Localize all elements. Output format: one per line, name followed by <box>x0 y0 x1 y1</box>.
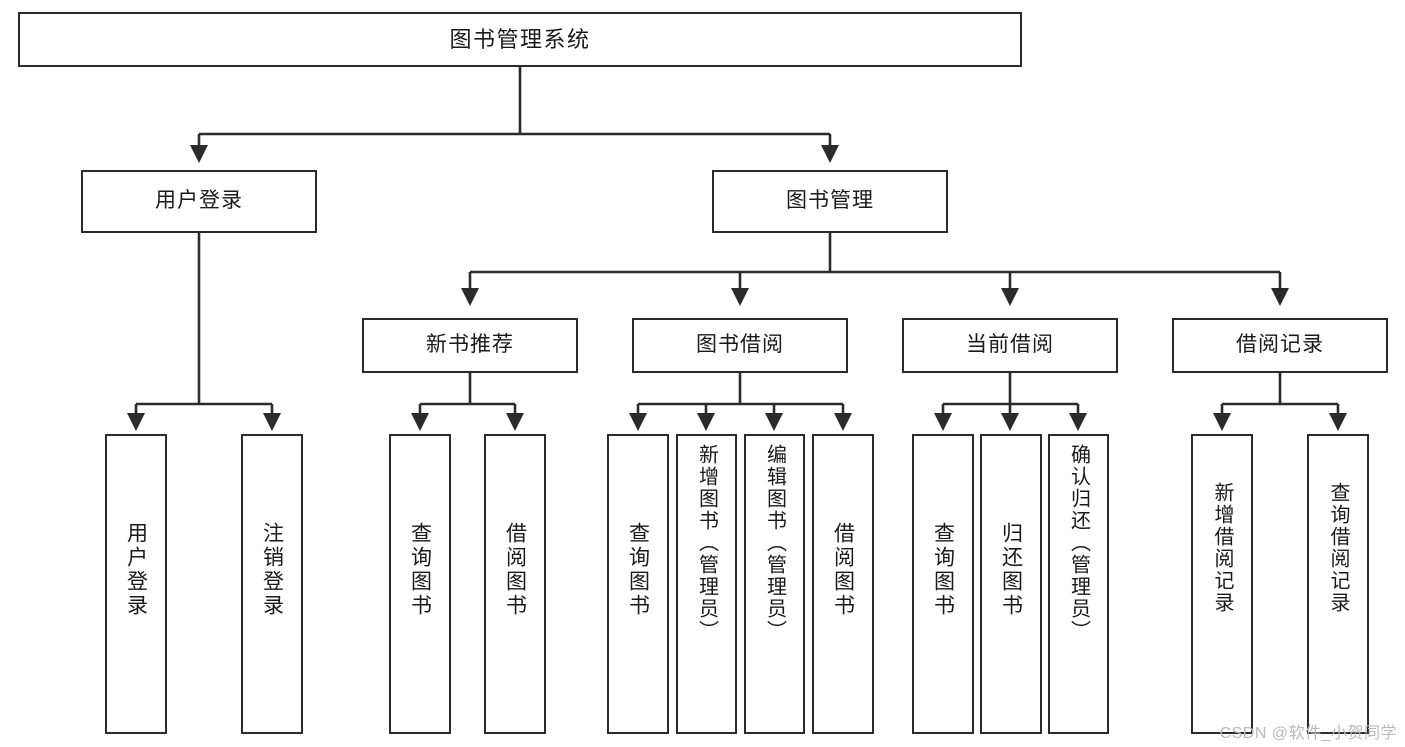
leaf-current-confirm-return-admin[interactable]: 确认归还（管理员） <box>1048 434 1109 734</box>
node-label: 查询图书 <box>408 522 432 618</box>
node-label: 借阅图书 <box>503 522 527 618</box>
leaf-borrow-add-book-admin[interactable]: 新增图书（管理员） <box>676 434 737 734</box>
leaf-borrow-edit-book-admin[interactable]: 编辑图书（管理员） <box>744 434 805 734</box>
node-root-system[interactable]: 图书管理系统 <box>18 12 1022 67</box>
leaf-borrow-borrow-books[interactable]: 借阅图书 <box>812 434 874 734</box>
node-label: 新增借阅记录 <box>1211 482 1233 614</box>
node-new-book-recommendation[interactable]: 新书推荐 <box>362 318 578 373</box>
node-label: 用户登录 <box>124 522 148 618</box>
node-book-management[interactable]: 图书管理 <box>712 170 948 233</box>
leaf-user-login-login[interactable]: 用户登录 <box>105 434 167 734</box>
node-label: 图书管理 <box>786 189 874 213</box>
leaf-record-query-borrow-record[interactable]: 查询借阅记录 <box>1307 434 1369 734</box>
leaf-current-query-books[interactable]: 查询图书 <box>912 434 974 734</box>
node-current-borrow[interactable]: 当前借阅 <box>902 318 1118 373</box>
leaf-new-book-query-books[interactable]: 查询图书 <box>389 434 451 734</box>
leaf-user-login-logout[interactable]: 注销登录 <box>241 434 303 734</box>
node-label: 图书管理系统 <box>449 26 591 52</box>
node-book-borrow[interactable]: 图书借阅 <box>632 318 848 373</box>
leaf-record-add-borrow-record[interactable]: 新增借阅记录 <box>1191 434 1253 734</box>
node-label: 归还图书 <box>999 522 1023 618</box>
leaf-current-return-books[interactable]: 归还图书 <box>980 434 1042 734</box>
node-label: 编辑图书（管理员） <box>763 444 786 642</box>
node-label: 图书借阅 <box>696 333 784 357</box>
node-label: 借阅记录 <box>1236 333 1324 357</box>
node-borrow-record[interactable]: 借阅记录 <box>1172 318 1388 373</box>
node-user-login[interactable]: 用户登录 <box>81 170 317 233</box>
node-label: 注销登录 <box>260 522 284 618</box>
node-label: 确认归还（管理员） <box>1067 444 1090 642</box>
node-label: 查询图书 <box>931 522 955 618</box>
node-label: 新增图书（管理员） <box>695 444 718 642</box>
node-label: 新书推荐 <box>426 333 514 357</box>
leaf-borrow-query-books[interactable]: 查询图书 <box>607 434 669 734</box>
node-label: 当前借阅 <box>966 333 1054 357</box>
node-label: 查询借阅记录 <box>1327 482 1349 614</box>
node-label: 查询图书 <box>626 522 650 618</box>
leaf-new-book-borrow-books[interactable]: 借阅图书 <box>484 434 546 734</box>
node-label: 借阅图书 <box>831 522 855 618</box>
csdn-watermark: CSDN @软件_小贺同学 <box>1219 725 1397 742</box>
node-label: 用户登录 <box>155 189 243 213</box>
